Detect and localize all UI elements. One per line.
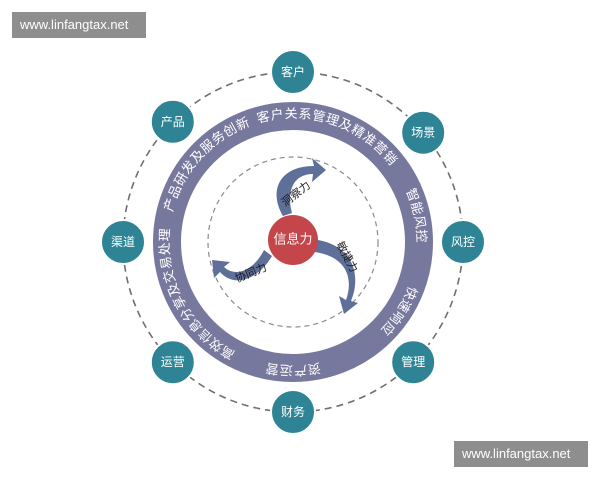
capability-arrow-3: [212, 250, 272, 281]
watermark-bottom: www.linfangtax.net: [454, 441, 588, 467]
outer-node-2: 场景: [400, 109, 447, 156]
watermark-top: www.linfangtax.net: [12, 12, 146, 38]
outer-node-5: 财务: [270, 389, 316, 435]
outer-node-6: 运营: [149, 339, 196, 386]
outer-node-label: 管理: [401, 354, 425, 369]
outer-node-label: 财务: [281, 404, 305, 419]
inner-dashed-circle: [207, 156, 379, 328]
outer-node-3: 风控: [440, 219, 486, 265]
capability-label-3: 协同力: [233, 260, 269, 285]
outer-node-label: 风控: [451, 235, 475, 249]
outer-node-label: 渠道: [111, 235, 135, 249]
capability-arrow-1: [276, 158, 326, 216]
outer-node-label: 运营: [161, 355, 185, 369]
outer-node-label: 产品: [161, 115, 185, 129]
outer-node-8: 产品: [149, 98, 196, 145]
outer-node-4: 管理: [390, 339, 437, 386]
outer-node-7: 渠道: [100, 219, 146, 265]
core-circle: [268, 215, 318, 265]
capability-ring: [153, 102, 433, 382]
capability-arrow-2: [314, 240, 358, 314]
core-label: 信息力: [273, 232, 312, 248]
outer-node-label: 客户: [281, 64, 305, 79]
outer-node-label: 场景: [411, 126, 435, 140]
outer-node-1: 客户: [270, 49, 316, 95]
